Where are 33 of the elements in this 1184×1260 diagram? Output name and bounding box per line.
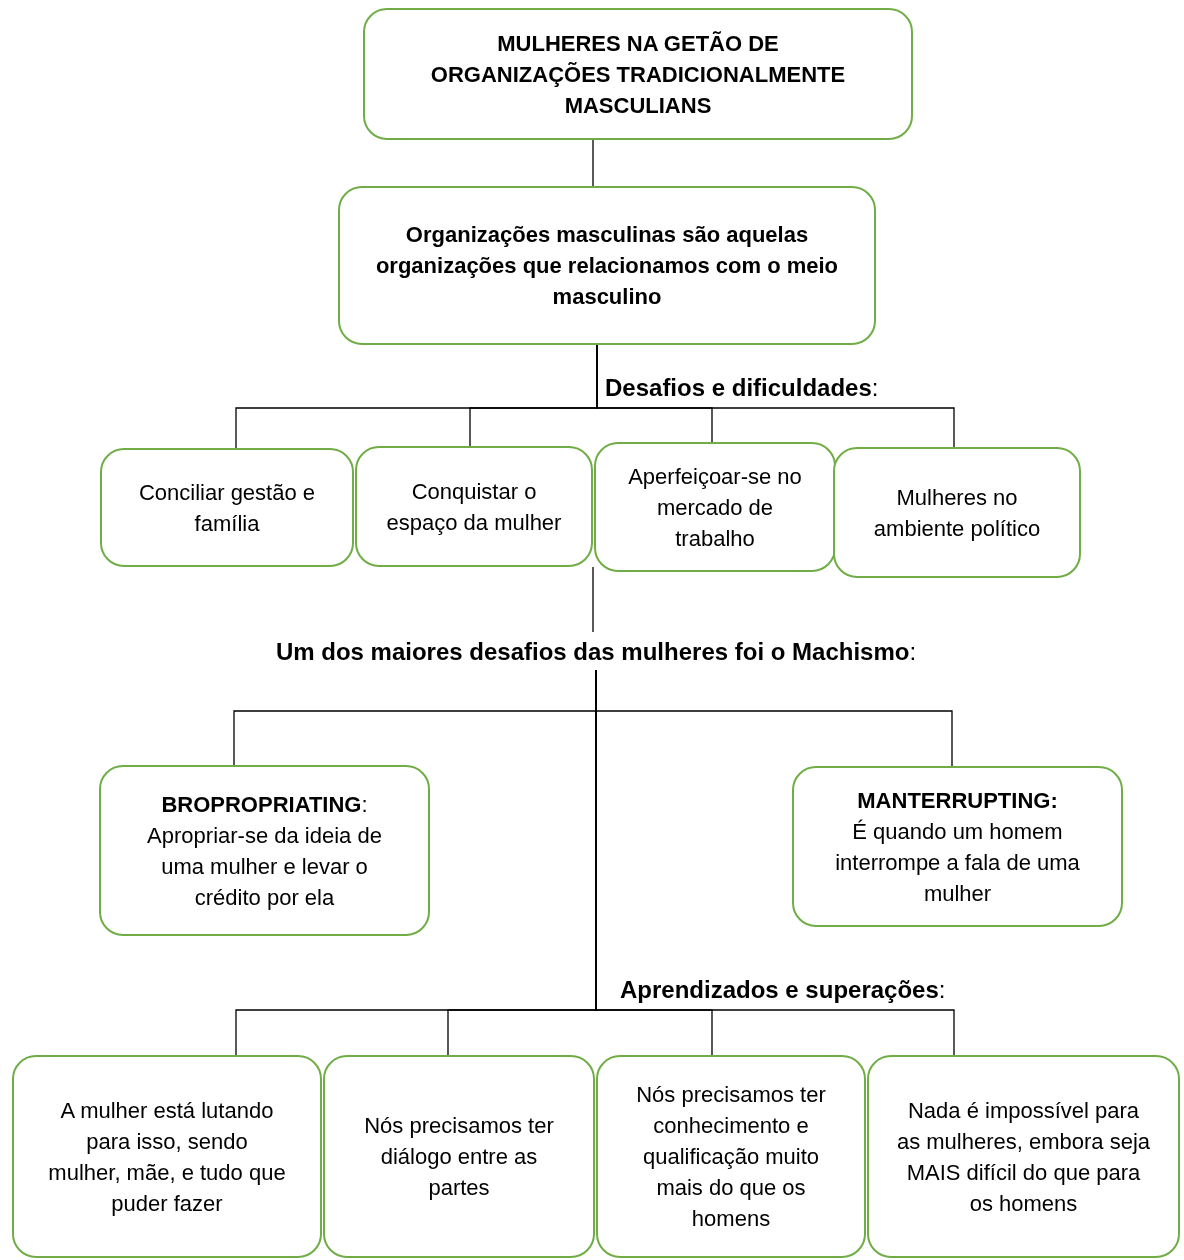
rounded-box bbox=[355, 446, 593, 567]
connector-line bbox=[592, 139, 594, 187]
box-heading: BROPROPRIATING: bbox=[161, 790, 368, 819]
connector-line bbox=[595, 669, 955, 1056]
box-text: Conquistar o espaço da mulher bbox=[385, 477, 563, 537]
box-heading: MANTERRUPTING: bbox=[857, 786, 1058, 815]
rounded-box bbox=[594, 442, 836, 572]
box-text: Organizações masculinas são aquelas organizações que relacionamos com o meio masculino bbox=[374, 221, 840, 311]
heading-text: Aprendizados e superações: bbox=[620, 976, 946, 1004]
box-text: Conciliar gestão e família bbox=[137, 478, 317, 538]
rounded-box bbox=[338, 186, 876, 345]
heading-text: Um dos maiores desafios das mulheres foi o Machismo: bbox=[275, 636, 917, 667]
box-text: MULHERES NA GETÃO DE ORGANIZAÇÕES TRADICIONALMENTE MASCULIANS bbox=[429, 29, 847, 120]
rounded-box bbox=[792, 766, 1123, 927]
rounded-box bbox=[99, 765, 430, 936]
box-text: Aperfeiçoar-se no mercado de trabalho bbox=[627, 462, 803, 553]
rounded-box bbox=[363, 8, 913, 140]
box-text: Nós precisamos ter conhecimento e qualificação muito mais do que os homens bbox=[635, 1081, 827, 1233]
box-text: Apropriar-se da ideia de uma mulher e levar o crédito por ela bbox=[146, 821, 383, 912]
rounded-box bbox=[596, 1055, 866, 1258]
heading-text: Desafios e dificuldades: bbox=[605, 374, 879, 402]
box-text: A mulher está lutando para isso, sendo mulher, mãe, e tudo que puder fazer bbox=[48, 1096, 286, 1218]
box-text: Mulheres no ambiente político bbox=[872, 483, 1042, 543]
box-text: Nós precisamos ter diálogo entre as partes bbox=[363, 1112, 555, 1202]
connector-line bbox=[592, 566, 594, 633]
rounded-box bbox=[100, 448, 354, 567]
box-text: É quando um homem interrompe a fala de uma mulher bbox=[834, 817, 1081, 908]
rounded-box bbox=[833, 447, 1081, 578]
rounded-box bbox=[323, 1055, 595, 1258]
box-text: Nada é impossível para as mulheres, embora seja MAIS difícil do que para os homens bbox=[895, 1096, 1152, 1218]
rounded-box bbox=[12, 1055, 322, 1258]
rounded-box bbox=[867, 1055, 1180, 1258]
connector-line bbox=[596, 344, 955, 448]
